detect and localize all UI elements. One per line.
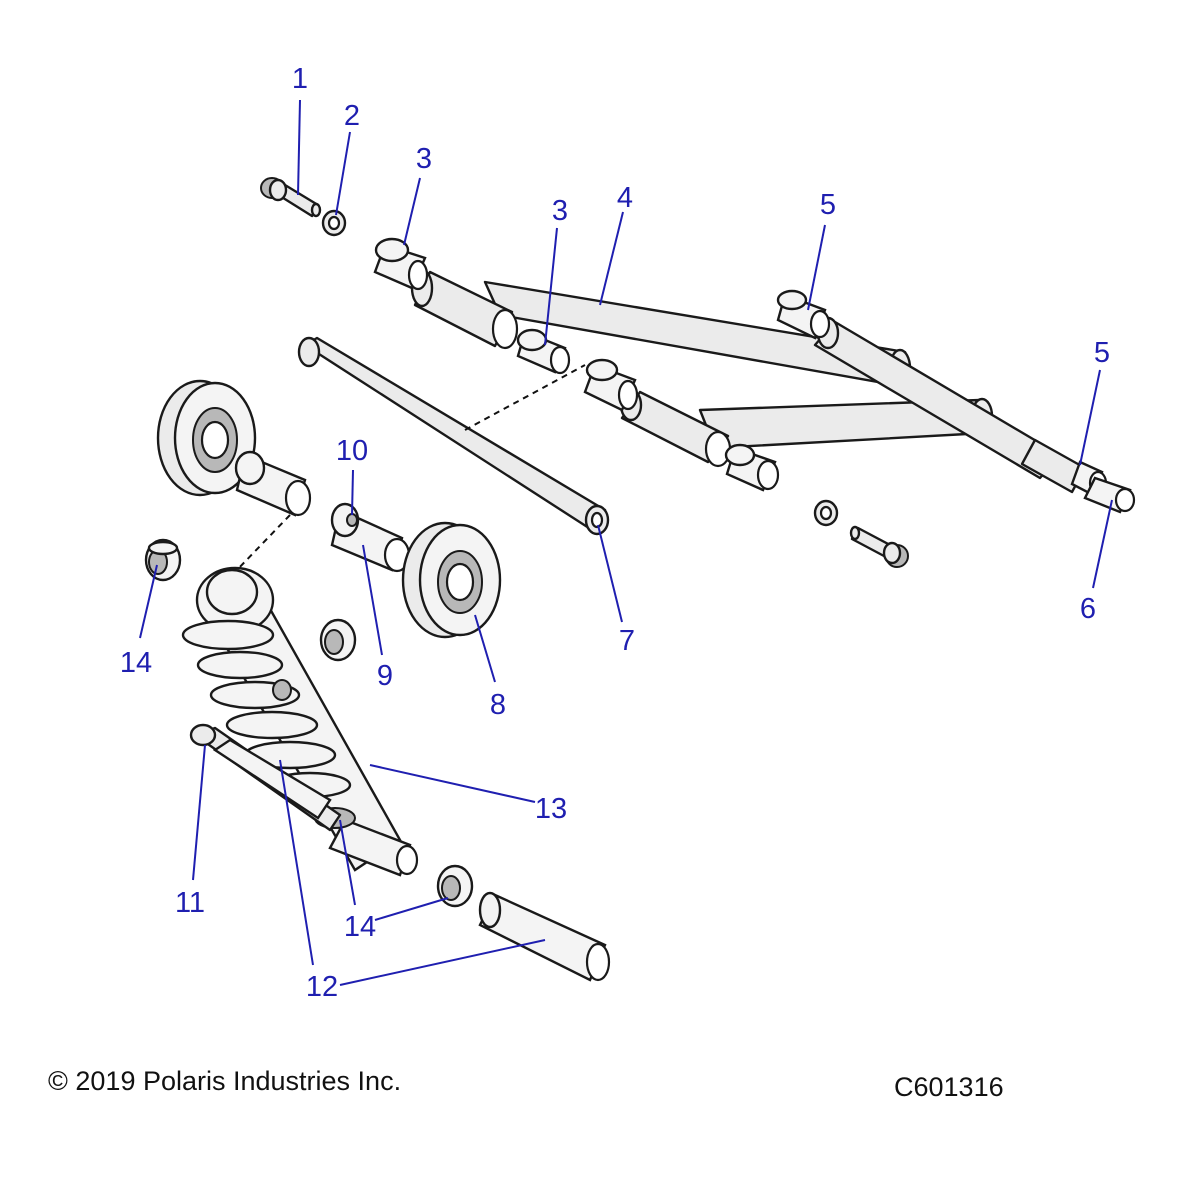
washer-2 xyxy=(321,209,347,237)
washer-right xyxy=(813,499,839,527)
callout-10: 10 xyxy=(336,435,368,467)
bushing-5-upper xyxy=(776,289,831,340)
callout-14-upper: 14 xyxy=(120,647,152,679)
bushing-3-upper xyxy=(373,237,429,291)
callout-9: 9 xyxy=(377,660,393,692)
bushing-14-upper xyxy=(144,538,182,582)
bolt-right xyxy=(849,525,909,568)
callout-5-lower: 5 xyxy=(1094,337,1110,369)
collar-upper xyxy=(234,450,312,517)
callout-6: 6 xyxy=(1080,593,1096,625)
leader-lines xyxy=(139,99,1113,986)
callout-8: 8 xyxy=(490,689,506,721)
callout-labels: 1 2 3 3 4 5 5 6 7 8 9 10 11 12 12 13 14 … xyxy=(120,63,1110,1003)
callout-7: 7 xyxy=(619,625,635,657)
bushing-6 xyxy=(1083,476,1136,514)
callout-3-upper: 3 xyxy=(416,143,432,175)
callout-1: 1 xyxy=(292,63,308,95)
bushing-middle xyxy=(319,618,357,662)
callout-2: 2 xyxy=(344,100,360,132)
alignment-dash-7 xyxy=(464,364,586,431)
callout-5-upper: 5 xyxy=(820,189,836,221)
spacer-9-10 xyxy=(330,502,411,573)
callout-13: 13 xyxy=(535,793,567,825)
callout-12-left: 12 xyxy=(306,971,338,1003)
wheel-8 xyxy=(401,521,502,639)
drawing-number: C601316 xyxy=(894,1072,1004,1102)
tube-12-upper xyxy=(212,738,332,820)
shaft-7 xyxy=(297,336,610,536)
copyright-notice: © 2019 Polaris Industries Inc. xyxy=(48,1066,402,1096)
callout-14-lower: 14 xyxy=(344,911,376,943)
bushing-14-lower xyxy=(436,864,474,908)
tube-12-lower xyxy=(478,891,611,982)
bolt-1 xyxy=(260,177,322,218)
callout-11: 11 xyxy=(175,887,205,919)
bushing-lower-outer xyxy=(724,443,780,492)
callout-4: 4 xyxy=(617,182,633,214)
wheel-upper xyxy=(156,379,257,497)
shock-absorber xyxy=(181,566,419,877)
callout-3-lower: 3 xyxy=(552,195,568,227)
alignment-dash-shock xyxy=(234,514,291,573)
bushing-lower-inner xyxy=(583,358,639,412)
bushing-3-lower xyxy=(516,328,571,375)
